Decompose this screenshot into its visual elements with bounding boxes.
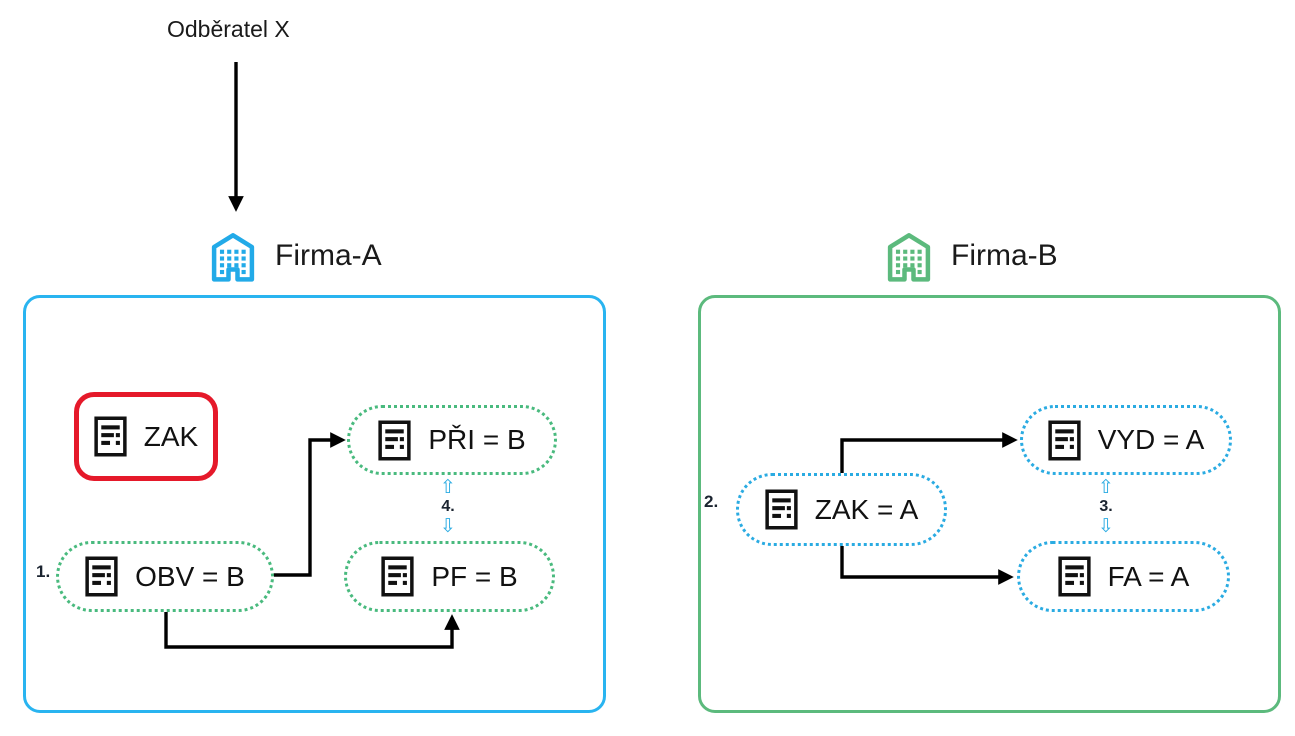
step-1-label: 1. xyxy=(36,562,51,581)
down-arrow-icon: ⇩ xyxy=(440,514,456,537)
firma-a-header: Firma-A xyxy=(206,228,382,284)
node-obv-b: OBV = B xyxy=(56,541,274,612)
up-arrow-icon: ⇧ xyxy=(440,476,456,498)
node-label: FA = A xyxy=(1107,560,1190,592)
node-label: OBV = B xyxy=(135,560,245,592)
document-icon xyxy=(1048,420,1081,460)
firma-b-name: Firma-B xyxy=(951,239,1058,272)
document-icon xyxy=(765,489,798,530)
building-icon-firma-a xyxy=(211,233,255,282)
document-icon xyxy=(378,420,411,460)
node-label: VYD = A xyxy=(1097,424,1205,455)
document-icon xyxy=(94,416,127,457)
external-entity-label: Odběratel X xyxy=(167,16,290,42)
up-arrow-icon: ⇧ xyxy=(1098,476,1114,498)
node-label: PF = B xyxy=(431,560,518,592)
firma-a-boundary xyxy=(23,295,606,713)
node-pf-b: PF = B xyxy=(344,541,555,612)
document-icon xyxy=(85,556,118,597)
step-2-label: 2. xyxy=(704,492,719,511)
sync-3-indicator: ⇧ 3. ⇩ xyxy=(1088,478,1124,536)
firma-b-header: Firma-B xyxy=(882,228,1058,284)
node-fa-a: FA = A xyxy=(1017,541,1230,612)
firma-b-boundary xyxy=(698,295,1281,713)
node-label: ZAK = A xyxy=(814,493,919,525)
node-zak-firma-a: ZAK xyxy=(74,392,218,481)
node-label: PŘI = B xyxy=(428,424,526,455)
down-arrow-icon: ⇩ xyxy=(1098,514,1114,537)
node-pri-b: PŘI = B xyxy=(347,405,557,475)
document-icon xyxy=(381,556,414,597)
document-icon xyxy=(1058,556,1091,597)
step-4-label: 4. xyxy=(441,498,455,515)
node-zak-a: ZAK = A xyxy=(736,473,947,546)
node-label: ZAK xyxy=(143,420,199,452)
step-3-label: 3. xyxy=(1099,498,1113,515)
node-vyd-a: VYD = A xyxy=(1020,405,1232,475)
firma-a-name: Firma-A xyxy=(275,239,382,272)
sync-4-indicator: ⇧ 4. ⇩ xyxy=(430,478,466,536)
building-icon-firma-b xyxy=(887,233,931,282)
